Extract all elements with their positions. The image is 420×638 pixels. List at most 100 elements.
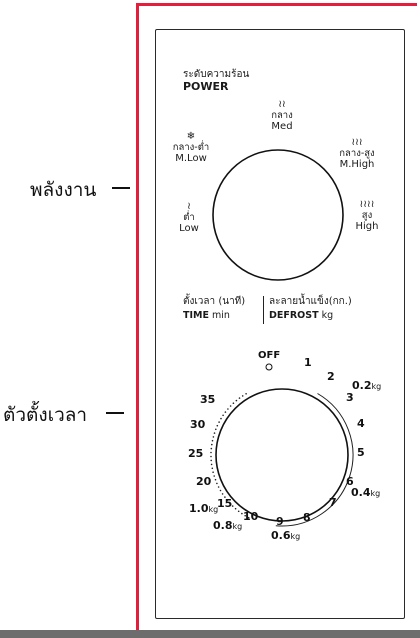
power-level-low-th: ต่ำ [183,212,195,223]
scale-arc [275,393,354,527]
power-level-mhigh: ≀≀≀ กลาง-สูง M.High [332,137,382,171]
timer-mark-4: 4 [357,417,365,430]
scale-dot [212,471,214,474]
power-level-high: ≀≀≀≀ สูง High [350,199,384,233]
timer-mark-15: 15 [217,497,233,510]
power-level-low-en: Low [179,223,199,234]
timer-mark-5: 5 [357,446,365,459]
timer-mark-20: 20 [196,475,212,488]
timer-knob[interactable] [215,388,349,522]
power-level-med: ≀≀ กลาง Med [262,100,302,133]
power-level-low: ≀ ต่ำ Low [172,201,206,235]
power-level-mlow: ❄ กลาง-ต่ำ M.Low [169,131,213,165]
defrost-mark-0-8: 0.8kg [213,520,242,533]
scale-dot [213,432,216,434]
timer-pointer-dash [106,412,124,414]
scale-dot [210,451,212,454]
scale-dot [229,502,231,505]
power-heading-th: ระดับความร้อน [183,69,250,80]
defrost-mark-0-6-unit: kg [290,532,301,541]
timer-mark-10: 10 [243,510,259,523]
scale-dot [244,514,246,517]
scale-dot [232,402,235,405]
time-heading-th: ตั้งเวลา (นาที) [183,296,246,307]
scale-dot [210,455,212,458]
scale-dot [216,482,218,485]
power-level-med-th: กลาง [271,110,293,121]
scale-dot [245,393,247,395]
highlight-frame [136,3,417,630]
defrost-mark-0-2: 0.2kg [352,380,381,393]
power-knob[interactable] [212,149,344,281]
scale-dot [231,505,234,507]
scale-dot [221,493,224,495]
timer-mark-6: 6 [346,475,354,488]
defrost-mark-0-6-value: 0.6 [271,529,291,542]
defrost-heading-en-label: DEFROST [269,310,319,321]
timer-mark-7: 7 [329,496,337,509]
scale-dot [235,399,238,402]
heat-waves-4-icon: ≀≀≀≀ [359,199,375,210]
off-marker-icon [265,363,273,371]
power-level-mhigh-th: กลาง-สูง [339,148,375,159]
scale-dot [247,516,250,519]
defrost-mark-0-6: 0.6kg [271,530,300,543]
timer-mark-8: 8 [303,511,311,524]
timer-scale-ticks [210,393,354,527]
heading-separator [263,296,264,324]
scale-dot [217,486,220,488]
bottom-bar [0,630,420,638]
time-unit: min [212,310,230,321]
heat-waves-3-icon: ≀≀≀ [351,137,363,148]
defrost-mark-1-0-value: 1.0 [189,502,209,515]
scale-dot [212,436,215,438]
defrost-heading-en: DEFROST kg [269,310,333,321]
defrost-mark-0-2-value: 0.2 [352,379,372,392]
defrost-mark-0-8-value: 0.8 [213,519,233,532]
scale-dot [220,417,222,420]
power-level-med-en: Med [271,121,293,132]
defrost-heading-th: ละลายน้ำแข็ง(กก.) [269,296,352,307]
scale-dot [211,439,214,442]
defrost-snowflake-icon: ❄ [186,131,196,142]
scale-dot [224,496,226,498]
defrost-unit: kg [321,310,334,321]
timer-mark-2: 2 [327,370,335,383]
scale-dot [222,414,224,417]
heat-waves-1-icon: ≀ [187,201,191,212]
scale-dot [237,510,240,513]
timer-mark-25: 25 [188,447,204,460]
power-level-high-th: สูง [361,210,373,221]
scale-dot [218,421,220,423]
power-level-high-en: High [355,221,379,232]
timer-mark-1: 1 [304,356,312,369]
scale-dot [229,405,232,407]
time-heading-en: TIME min [183,310,230,321]
scale-dot [210,447,213,450]
defrost-mark-0-4-value: 0.4 [351,486,371,499]
time-heading-en-label: TIME [183,310,209,321]
scale-dot [214,478,217,481]
scale-dot [226,499,229,502]
scale-dot [234,507,237,510]
scale-dot [211,467,214,470]
scale-dot [241,395,244,397]
scale-dot [238,397,241,399]
scale-dot [219,489,222,492]
defrost-mark-1-0-unit: kg [208,505,219,514]
scale-dot [224,411,227,413]
timer-mark-3: 3 [346,391,354,404]
power-level-mlow-en: M.Low [175,153,207,164]
power-level-mlow-th: กลาง-ต่ำ [172,142,210,153]
timer-mark-9: 9 [276,515,284,528]
scale-dot [215,428,217,431]
scale-dot [241,512,243,515]
power-side-label: พลังงาน [30,179,97,201]
timer-off-label: OFF [258,350,281,361]
defrost-mark-0-8-unit: kg [232,522,243,531]
timer-side-label: ตัวตั้งเวลา [3,404,88,426]
scale-dot [211,443,213,446]
scale-dot [210,463,213,466]
defrost-mark-0-4-unit: kg [370,489,381,498]
